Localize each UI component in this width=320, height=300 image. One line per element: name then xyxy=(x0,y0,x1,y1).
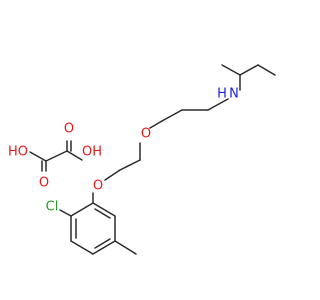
bond xyxy=(104,169,121,181)
bond xyxy=(257,64,276,76)
atom-label-n: N xyxy=(229,87,239,102)
bond xyxy=(239,64,259,76)
bond xyxy=(221,64,241,76)
atom-label-cl: Cl xyxy=(46,200,59,215)
bond xyxy=(59,209,72,217)
atom-label-oh: OH xyxy=(82,145,102,160)
bond xyxy=(29,151,47,162)
bond xyxy=(66,150,83,161)
bond xyxy=(70,202,94,217)
atom-label-o-top: O xyxy=(64,122,74,137)
atom-label-h: H xyxy=(217,87,227,102)
bond xyxy=(207,98,229,111)
bond xyxy=(94,238,111,249)
atom-label-o-upper: O xyxy=(141,127,151,142)
bond xyxy=(92,240,116,255)
bond xyxy=(161,109,183,122)
atom-label-ho: HO xyxy=(8,145,28,160)
molecule-diagram: N H O O Cl HO OH O O xyxy=(8,64,276,255)
bonds xyxy=(29,64,276,255)
atom-label-o-bottom: O xyxy=(39,176,49,191)
bond xyxy=(70,240,94,255)
bond xyxy=(94,208,111,219)
atom-label-o-lower: O xyxy=(93,179,103,194)
bond xyxy=(114,240,137,255)
atom-labels: N H O O Cl HO OH O O xyxy=(8,87,239,215)
bond xyxy=(119,159,141,171)
bond xyxy=(149,120,163,129)
bond xyxy=(45,150,68,162)
bond xyxy=(92,202,116,217)
